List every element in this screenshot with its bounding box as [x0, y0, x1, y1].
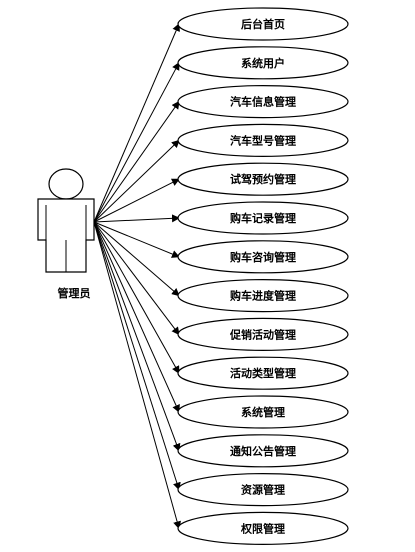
association-line [93, 23, 180, 223]
use-case: 后台首页 [177, 7, 349, 41]
association-line [93, 221, 180, 413]
use-case-label: 系统管理 [241, 405, 285, 419]
use-case-label: 权限管理 [240, 521, 285, 535]
use-case-ellipse [177, 123, 349, 157]
use-case: 通知公告管理 [177, 434, 349, 468]
use-case-ellipse [177, 356, 349, 390]
use-case-ellipse [177, 7, 349, 41]
use-case-label: 后台首页 [241, 17, 285, 31]
use-case-list: 后台首页系统用户汽车信息管理汽车型号管理试驾预约管理购车记录管理购车咨询管理购车… [177, 7, 349, 546]
use-case: 汽车型号管理 [177, 123, 349, 157]
use-case-ellipse [177, 162, 349, 196]
use-case-ellipse [177, 473, 349, 507]
association-line [93, 221, 180, 375]
use-case: 活动类型管理 [177, 356, 349, 390]
use-case-ellipse [177, 434, 349, 468]
use-case: 试驾预约管理 [177, 162, 349, 196]
use-case-ellipse [177, 317, 349, 351]
use-case-ellipse [177, 46, 349, 80]
use-case-label: 试驾预约管理 [230, 172, 296, 186]
use-case-label: 系统用户 [241, 56, 285, 70]
use-case-label: 购车进度管理 [230, 289, 296, 303]
use-case: 购车记录管理 [177, 201, 349, 235]
actor-head [48, 168, 84, 200]
association-line [93, 178, 180, 223]
actor-body [37, 198, 95, 273]
use-case-ellipse [177, 279, 349, 313]
use-case: 汽车信息管理 [177, 84, 349, 119]
association-line [93, 221, 181, 530]
use-case: 资源管理 [177, 473, 349, 507]
use-case-ellipse [177, 201, 349, 235]
use-case-label: 资源管理 [241, 483, 285, 497]
use-case: 购车咨询管理 [177, 240, 349, 274]
use-case-label: 购车记录管理 [230, 211, 296, 225]
use-case: 促销活动管理 [177, 317, 349, 351]
association-line [93, 221, 180, 258]
association-line [93, 221, 180, 336]
use-case-ellipse [177, 395, 349, 429]
use-case-ellipse [177, 84, 349, 119]
use-case-label: 购车咨询管理 [230, 250, 296, 264]
actor-figure: 管理员 [37, 168, 95, 300]
use-case-ellipse [177, 511, 349, 546]
association-line [93, 139, 180, 223]
use-case: 购车进度管理 [177, 279, 349, 313]
association-line [93, 221, 181, 491]
association-line [93, 221, 180, 297]
use-case-label: 通知公告管理 [230, 444, 296, 458]
use-case-label: 汽车型号管理 [230, 133, 296, 147]
use-case-ellipse [177, 240, 349, 274]
use-case: 系统用户 [177, 46, 349, 80]
use-case-label: 汽车信息管理 [230, 95, 296, 109]
use-case-label: 活动类型管理 [230, 366, 296, 380]
use-case: 系统管理 [177, 395, 349, 429]
association-lines [93, 23, 181, 530]
association-line [93, 61, 180, 223]
association-line [93, 100, 180, 223]
use-case-label: 促销活动管理 [229, 327, 296, 341]
actor-name: 管理员 [58, 286, 91, 300]
use-case: 权限管理 [177, 511, 349, 546]
association-line [93, 221, 181, 452]
association-line [93, 214, 180, 223]
